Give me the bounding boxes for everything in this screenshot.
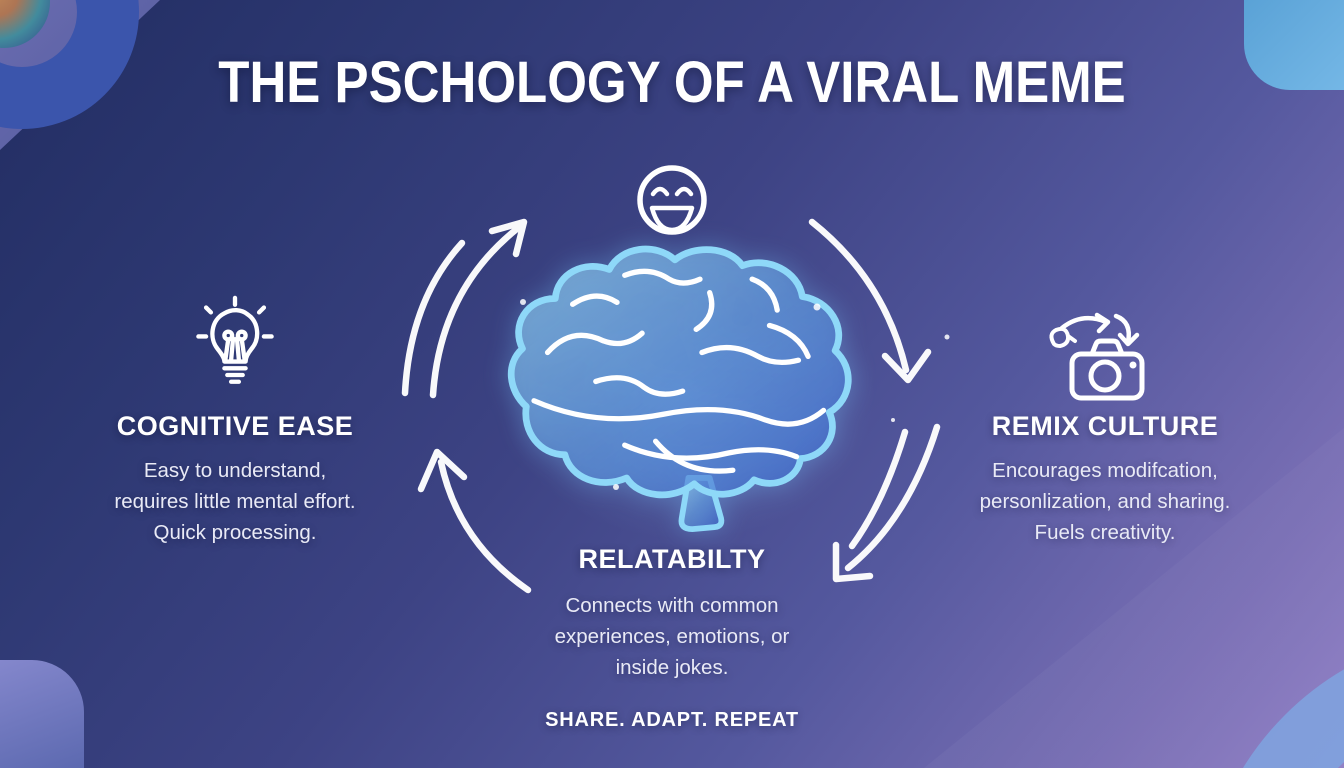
section-heading-relatability: RELATABILTY	[578, 544, 766, 574]
footer-tagline: SHARE. ADAPT. REPEAT	[545, 709, 799, 731]
laughing-face-icon	[637, 165, 707, 235]
lightbulb-icon	[196, 295, 274, 384]
brain-illustration	[507, 245, 852, 532]
cycle-arrow-top-left	[401, 218, 528, 399]
cycle-arrow-top-right	[808, 218, 932, 384]
section-heading-cognitive-ease: COGNITIVE EASE	[116, 411, 354, 441]
section-heading-remix-culture: REMIX CULTURE	[991, 411, 1219, 441]
cycle-arrow-bottom-left	[417, 448, 532, 594]
infographic-title: THE PSCHOLOGY OF A VIRAL MEME	[218, 50, 1126, 115]
sparkle-dots	[520, 299, 950, 490]
brain-folds	[531, 268, 827, 474]
section-body-remix-culture: Encourages modifcation, personlization, …	[979, 459, 1231, 544]
section-body-cognitive-ease: Easy to understand, requires little ment…	[114, 459, 356, 544]
section-body-relatability: Connects with common experiences, emotio…	[554, 594, 790, 679]
cycle-arrow-bottom-right	[832, 423, 941, 583]
camera-remix-icon	[1049, 312, 1145, 401]
